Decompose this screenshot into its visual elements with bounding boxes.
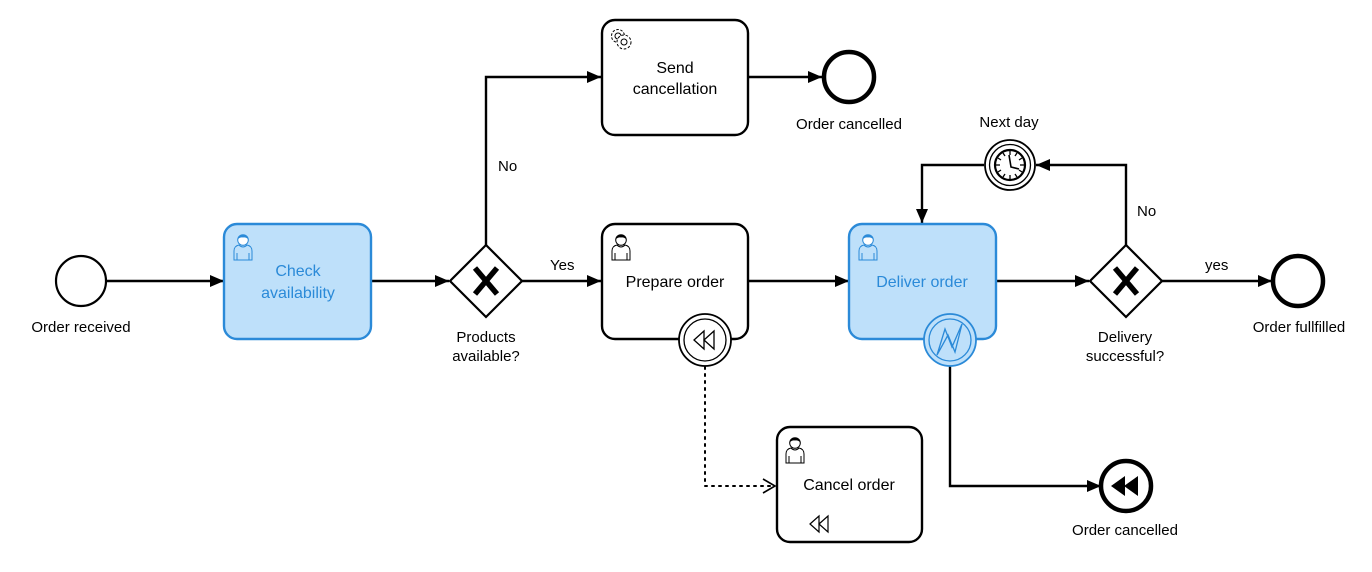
flow-label-yes: Yes [550,257,574,274]
gateway-label-line-1: Delivery [1098,329,1153,346]
end-event-circle[interactable] [1270,253,1326,309]
association-compensation [704,366,776,487]
clock-icon [993,148,1027,182]
task-label-line-2: availability [261,285,335,302]
gateway-delivery-successful[interactable]: Delivery successful? [1086,243,1164,365]
timer-event-next-day[interactable]: Next day [979,114,1039,191]
task-label-line-1: Send [656,60,693,77]
task-send-cancellation[interactable]: Send cancellation [600,18,750,137]
gateway-label-line-2: successful? [1086,348,1164,365]
task-label-line-1: Check [275,263,321,280]
flow-gateway-no-to-send-cancellation [484,71,601,245]
task-box[interactable] [600,222,750,341]
flow-label-no: No [1137,203,1156,220]
gears-icon [611,29,632,50]
task-label: Deliver order [876,274,968,291]
task-box[interactable] [775,425,924,544]
end-event-order-cancelled-compensation[interactable]: Order cancelled [1072,458,1178,539]
exclusive-x-icon [1112,266,1140,296]
end-event-circle[interactable] [821,49,877,105]
task-box[interactable] [222,222,373,341]
error-boundary-event[interactable] [923,313,977,367]
association-arrowhead [762,478,777,494]
gateway-label-line-1: Products [456,329,515,346]
task-label: Prepare order [626,274,725,291]
flow-gateway-no-to-timer [1036,159,1128,245]
flow-error-to-cancelled [948,366,1101,492]
end-event-order-cancelled-top[interactable]: Order cancelled [796,49,902,133]
compensation-boundary-event[interactable] [678,313,732,367]
task-check-availability[interactable]: Check availability [222,222,373,341]
task-label: Cancel order [803,477,895,494]
task-label-line-2: cancellation [633,81,718,98]
start-event-label: Order received [31,319,130,336]
rewind-filled-icon [1111,476,1138,496]
end-event-label: Order cancelled [796,116,902,133]
timer-label: Next day [979,114,1039,131]
flow-label-no: No [498,158,517,175]
flow-timer-to-deliver [916,163,984,223]
error-lightning-icon [936,323,963,356]
task-cancel-order[interactable]: Cancel order [775,425,924,544]
gateway-label-line-2: available? [452,348,520,365]
task-box[interactable] [847,222,998,341]
start-event-order-received[interactable]: Order received [31,254,131,336]
task-deliver-order[interactable]: Deliver order [847,222,998,341]
exclusive-x-icon [472,266,500,296]
task-box[interactable] [600,18,750,137]
start-event-circle[interactable] [54,254,108,308]
flow-label-yes: yes [1205,257,1228,274]
end-event-label: Order fullfilled [1253,319,1346,336]
gateway-products-available[interactable]: Products available? [448,243,524,365]
rewind-icon [693,329,715,351]
end-event-label: Order cancelled [1072,522,1178,539]
end-event-order-fulfilled[interactable]: Order fullfilled [1253,253,1346,336]
task-prepare-order[interactable]: Prepare order [600,222,750,341]
compensation-marker-icon [809,514,829,534]
